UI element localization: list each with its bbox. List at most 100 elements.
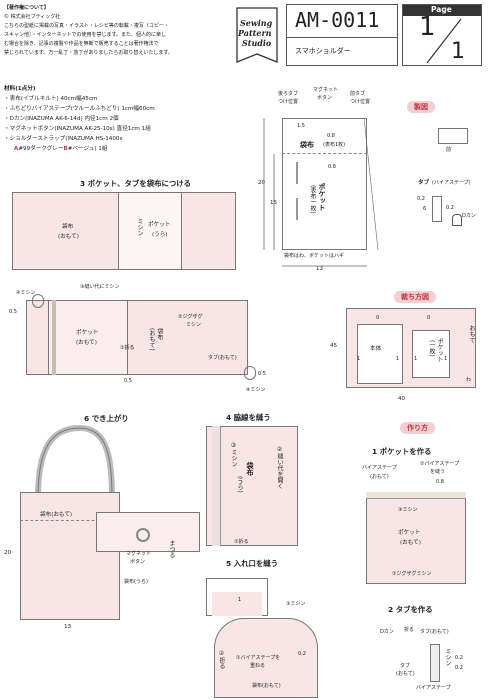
sew3-label: ③ミシン [398, 507, 418, 513]
fold2-label: ②折る [218, 650, 225, 669]
mid-bag-label: 袋布 [156, 328, 163, 340]
bias-sew: ②バイアステープ [420, 461, 460, 467]
bias-label: バイアステープ [362, 465, 397, 471]
strap-icon [35, 424, 115, 499]
step6-dim-13: 13 [64, 624, 72, 630]
pattern-code: AM-0011 [295, 8, 380, 32]
magnet-icon [136, 528, 150, 542]
cutting-badge: 裁ち方図 [394, 291, 436, 303]
dim-1-5: 1.5 [297, 123, 305, 129]
cut-dim-40: 40 [398, 396, 406, 402]
bag-back-label: 袋布(うら) [124, 579, 148, 585]
machine-label: ミシン [444, 648, 451, 666]
mid-bag-face: (おもて) [148, 328, 155, 351]
cut-pocket-label: ポケット [436, 338, 443, 362]
d-ring-icon [244, 366, 256, 380]
d-ring-label: Dカン [462, 213, 476, 219]
dim-6: 6 [423, 206, 427, 212]
materials-item: ・表布(イブルキルト) 40cm幅45cm [4, 96, 98, 102]
cut-dim-1: 1 [357, 356, 361, 362]
bias-label2: 重ねる [250, 663, 266, 669]
tab-face-label: タブ(おもて) [208, 355, 237, 361]
howto-step1: 1 ポケットを作る [372, 447, 432, 456]
front-tab-label2: つけ位置 [350, 99, 371, 105]
logo-word: Pattern [238, 28, 272, 38]
dim-0-8: 0.8 [328, 164, 336, 170]
copyright-line: スキャン他）・インターネットでの使用を禁じます。また、個人的に楽し [4, 32, 167, 38]
cut-body-label: 本体 [370, 346, 382, 352]
fold-label: ①折る [234, 539, 249, 545]
page-total: 1 [451, 39, 465, 64]
step3-title: 3 ポケット、タブを袋布につける [80, 179, 192, 188]
cut-dim-0: 0 [427, 315, 431, 321]
materials-item-colors: A#99ダークグレーB#ベージュ) 1組 [14, 146, 107, 152]
page-number: 1 [419, 12, 436, 42]
mark-label: まつる [168, 540, 175, 558]
back-tab-label: 後ろタブ [278, 91, 299, 97]
magnet-label: マグネット [313, 87, 339, 93]
cut-omote-label: おもて [468, 325, 475, 343]
bag-note: (表布1枚) [323, 142, 346, 148]
bias-face: (おもて) [370, 474, 389, 480]
dim-20: 20 [258, 180, 266, 186]
materials-item: ・Dカン(INAZUMA AK-6-14d) 内径1cm 2個 [4, 116, 119, 122]
cut-wa-label: わ [466, 377, 472, 383]
sew3-label: ③ミシン [230, 442, 237, 467]
step3-machine: ミシン [136, 218, 143, 236]
tab-strip [430, 644, 440, 682]
zigzag-label2: ミシン [186, 322, 202, 328]
mid-pocket-piece [48, 300, 128, 375]
dim-0-2: 0.2 [298, 651, 306, 657]
variant-a-mark: A [14, 146, 19, 152]
step4-title: 4 脇線を縫う [226, 413, 271, 422]
dkan-label: Dカン [380, 629, 394, 635]
howto-badge: 作り方 [400, 422, 435, 434]
dim-0-5: 0.5 [258, 371, 266, 377]
logo-word: Studio [242, 38, 272, 48]
variant-b-mark: B [63, 146, 68, 152]
dim-0-5: 0.5 [124, 378, 132, 384]
sew3-label: ③縫い代にミシン [80, 284, 120, 290]
step5-bag [214, 618, 318, 698]
page-label: Page [431, 5, 452, 14]
open-label: ②縫い代を開く [276, 446, 283, 489]
step5-bag-label: 袋布(おもて) [252, 683, 281, 689]
step4-bag [206, 426, 298, 546]
bag-pattern-piece [282, 118, 367, 250]
pocket-piece [412, 330, 450, 378]
sew3-label: ③ミシン [286, 601, 306, 607]
copyright-company: © 株式会社ブティック社 [4, 14, 61, 20]
tab-label: タブ [400, 663, 411, 669]
pattern-id-box: AM-0011 スマホショルダー [286, 4, 398, 66]
mid-pocket-label: ポケット [76, 330, 99, 336]
dim-0-8: 0.8 [436, 479, 444, 485]
seizu-badge: 製図 [407, 101, 435, 113]
materials-item: ・ふちどりバイアステープ(ウルールふちどり) 1cm幅60cm [4, 106, 155, 112]
step3-pocket-piece [118, 192, 182, 270]
variant-a: #99ダークグレー [18, 146, 64, 152]
pattern-name: スマホショルダー [295, 47, 351, 55]
dim-0-8: 0.8 [327, 133, 335, 139]
tab-piece [432, 196, 442, 222]
page-box: Page 1 1 [402, 4, 482, 66]
mid-pocket-face: (おもて) [76, 340, 97, 346]
copyright-line: こちらの型紙に掲載の写真・イラスト・レシピ等の転載・複写（コピー・ [4, 23, 169, 29]
back-tab-label2: つけ位置 [278, 99, 299, 105]
variant-b: #ベージュ) 1組 [67, 146, 108, 152]
step3-bag-label: 袋布 [62, 224, 74, 230]
dim-13: 13 [316, 266, 324, 272]
cut-dim-45: 45 [330, 343, 338, 349]
cut-dim-1: 1 [414, 356, 418, 362]
howto-pocket-label: ポケット [398, 530, 421, 536]
tab-label: タブ [418, 180, 430, 186]
dim-15: 15 [270, 200, 278, 206]
step4-bag-label: 袋布 [246, 462, 254, 476]
step3-pocket-label: ポケット [148, 222, 171, 228]
step5-dim-1: 1 [238, 597, 242, 603]
front-tab-label: 前タブ [350, 91, 366, 97]
brand-logo: Sewing Pattern Studio [233, 4, 281, 66]
d-ring-icon [32, 294, 44, 308]
materials-item: ・ショルダーストラップ(INAZUMA HS-1400s [4, 136, 123, 142]
step3-bag-face: (おもて) [58, 234, 79, 240]
cut-pocket-note: (一枚) [428, 340, 435, 357]
